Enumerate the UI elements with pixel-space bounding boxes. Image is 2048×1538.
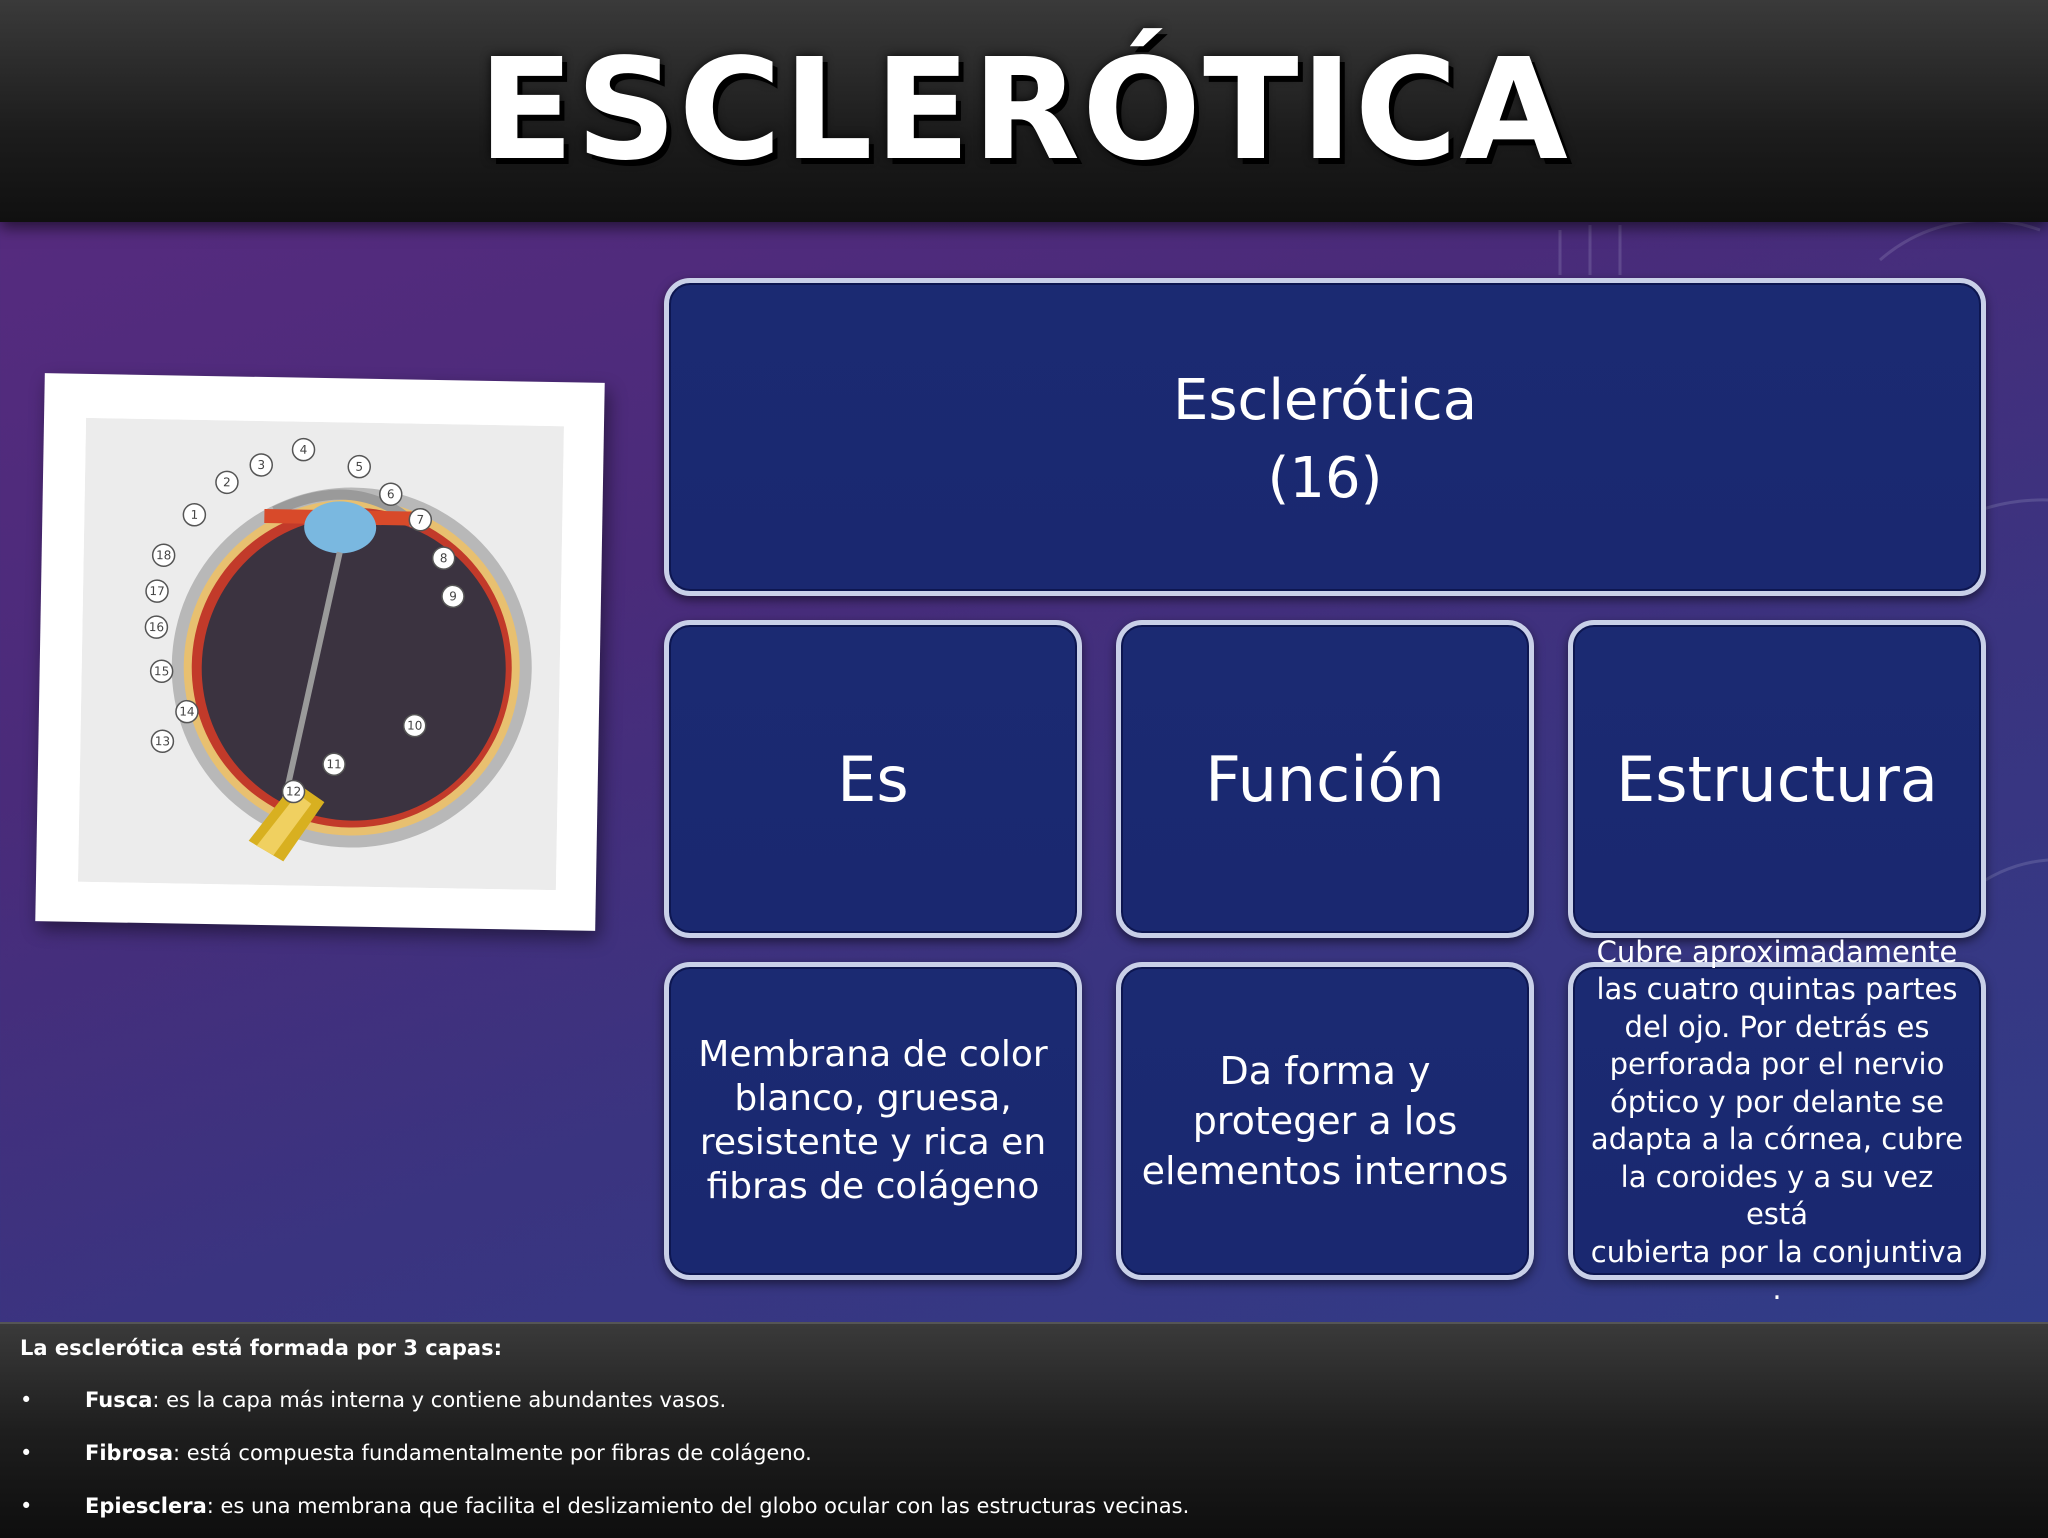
root-node-title: Esclerótica [1172,368,1478,433]
description-node-estructura: Cubre aproximadamente las cuatro quintas… [1568,935,1986,1306]
eye-label-16: 16 [149,620,165,634]
layer-term: Epiesclera [85,1494,207,1518]
description-estructura: Cubre aproximadamente las cuatro quintas… [1590,934,1964,1307]
description-funcion: Da forma y proteger a los elementos inte… [1141,1049,1509,1193]
eye-label-4: 4 [300,443,308,457]
layer-description: : está compuesta fundamentalmente por fi… [173,1441,812,1465]
eye-label-10: 10 [407,719,423,733]
eye-label-8: 8 [440,551,448,565]
root-node-esclerotica: Esclerótica (16) [664,278,1986,596]
description-node-es: Membrana de color blanco, gruesa, resist… [664,962,1082,1280]
header-node-estructura: Estructura [1568,620,1986,938]
eye-label-1: 1 [190,508,198,522]
description-es: Membrana de color blanco, gruesa, resist… [698,1034,1048,1207]
eye-label-15: 15 [154,664,170,678]
header-label-funcion: Función [1205,742,1445,816]
notes-intro: La esclerótica está formada por 3 capas: [20,1336,502,1360]
eye-label-6: 6 [387,487,395,501]
eye-label-3: 3 [257,458,265,472]
slide-title: ESCLERÓTICA [478,29,1570,192]
eye-label-14: 14 [179,705,195,719]
notes-panel: La esclerótica está formada por 3 capas:… [0,1322,2048,1538]
description-node-funcion: Da forma y proteger a los elementos inte… [1116,962,1534,1280]
eye-label-5: 5 [355,460,363,474]
layer-term: Fusca [85,1388,153,1412]
bullet-dot: • [20,1441,33,1465]
header-node-funcion: Función [1116,620,1534,938]
eye-label-18: 18 [156,548,172,562]
eye-anatomy-icon [77,417,564,891]
eye-label-13: 13 [155,734,171,748]
eye-label-11: 11 [326,757,342,771]
header-label-estructura: Estructura [1616,742,1938,816]
eye-label-7: 7 [416,513,424,527]
header-label-es: Es [837,742,909,816]
layer-description: : es una membrana que facilita el desliz… [206,1494,1190,1518]
eye-label-9: 9 [449,589,457,603]
header-node-es: Es [664,620,1082,938]
eye-label-17: 17 [149,584,165,598]
bullet-dot: • [20,1388,33,1412]
eye-label-12: 12 [286,784,302,798]
title-bar: ESCLERÓTICA [0,0,2048,222]
layer-term: Fibrosa [85,1441,174,1465]
layer-description: : es la capa más interna y contiene abun… [152,1388,727,1412]
eye-label-2: 2 [223,475,231,489]
root-node-number: (16) [1267,446,1383,511]
bullet-dot: • [20,1494,33,1518]
